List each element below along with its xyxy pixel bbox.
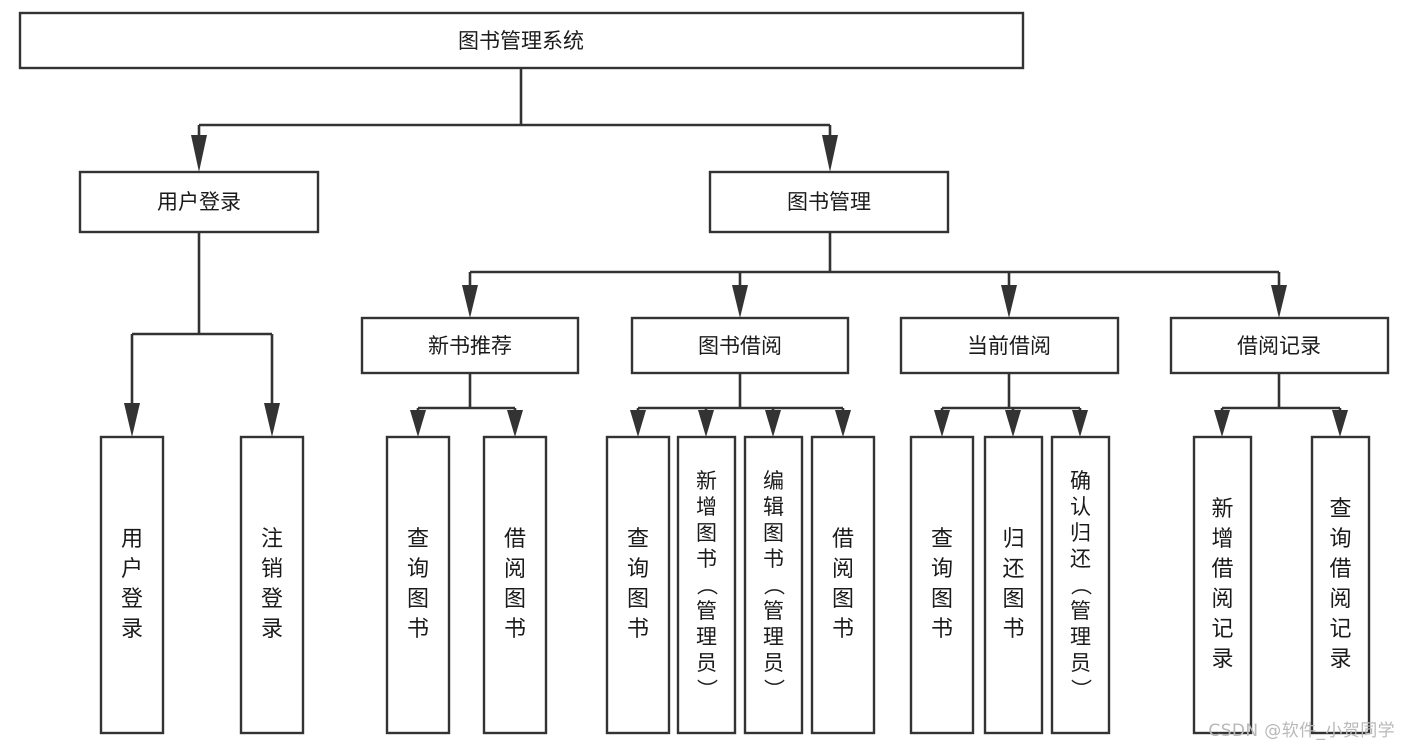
arrowhead-leaf-borrow-book: [835, 410, 851, 437]
node-user-login[interactable]: 用户登录: [78, 170, 320, 234]
arrowhead-leaf-confirm-return: [1072, 410, 1088, 437]
node-current-borrow[interactable]: 当前借阅: [899, 316, 1120, 375]
node-user-login-box[interactable]: [78, 170, 320, 234]
node-leaf-add-borrow-record-box[interactable]: [1192, 435, 1253, 735]
arrowhead-leaf-logout: [264, 403, 280, 437]
arrowhead-book-management: [822, 135, 838, 172]
arrowhead-book-borrow: [732, 285, 748, 318]
csdn-watermark: CSDN @软件_小贺同学: [1208, 721, 1395, 741]
node-book-management-label: 图书管理: [787, 190, 871, 214]
arrowhead-leaf-query-book-current: [934, 410, 950, 437]
arrowhead-leaf-query-borrow-record: [1332, 410, 1348, 437]
node-current-borrow-box[interactable]: [899, 316, 1120, 375]
node-leaf-edit-book-box[interactable]: [743, 435, 804, 735]
node-leaf-query-book-borrow-box[interactable]: [605, 435, 671, 735]
node-leaf-confirm-return-box[interactable]: [1050, 435, 1111, 735]
node-book-borrow-label: 图书借阅: [698, 334, 782, 358]
arrowhead-new-book-recommend: [462, 285, 478, 318]
node-book-management[interactable]: 图书管理: [708, 170, 950, 234]
node-leaf-borrow-book-recommend-box[interactable]: [482, 435, 548, 735]
node-new-book-recommend-label: 新书推荐: [428, 334, 512, 358]
arrowhead-leaf-edit-book: [765, 410, 781, 437]
arrowhead-leaf-query-book-recommend: [410, 410, 426, 437]
node-book-borrow[interactable]: 图书借阅: [630, 316, 850, 375]
node-book-borrow-box[interactable]: [630, 316, 850, 375]
connector-layer: [124, 68, 1348, 437]
arrowhead-leaf-user-login: [124, 403, 140, 437]
arrowhead-leaf-borrow-book-recommend: [507, 410, 523, 437]
node-leaf-query-borrow-record-box[interactable]: [1310, 435, 1371, 735]
arrowhead-user-login: [191, 135, 207, 172]
node-new-book-recommend[interactable]: 新书推荐: [360, 316, 580, 375]
node-leaf-query-book-current-box[interactable]: [909, 435, 975, 735]
node-user-login-label: 用户登录: [157, 190, 241, 214]
node-leaf-query-book-recommend-box[interactable]: [385, 435, 451, 735]
node-root[interactable]: 图书管理系统: [18, 11, 1025, 70]
node-new-book-recommend-box[interactable]: [360, 316, 580, 375]
arrowhead-leaf-add-book: [698, 410, 714, 437]
node-root-box[interactable]: [18, 11, 1025, 70]
node-book-management-box[interactable]: [708, 170, 950, 234]
arrowhead-borrow-records: [1271, 285, 1287, 318]
node-current-borrow-label: 当前借阅: [967, 334, 1051, 358]
leaf-box-layer: [99, 435, 1371, 735]
node-leaf-logout-box[interactable]: [239, 435, 305, 735]
node-borrow-records[interactable]: 借阅记录: [1169, 316, 1390, 375]
node-leaf-return-book-box[interactable]: [983, 435, 1044, 735]
node-leaf-borrow-book-box[interactable]: [810, 435, 876, 735]
node-borrow-records-box[interactable]: [1169, 316, 1390, 375]
arrowhead-leaf-add-borrow-record: [1214, 410, 1230, 437]
arrowhead-leaf-query-book-borrow: [630, 410, 646, 437]
node-leaf-user-login-box[interactable]: [99, 435, 165, 735]
node-leaf-add-book-box[interactable]: [676, 435, 737, 735]
node-borrow-records-label: 借阅记录: [1237, 334, 1321, 358]
node-root-label: 图书管理系统: [458, 29, 584, 53]
arrowhead-leaf-return-book: [1005, 410, 1021, 437]
arrowhead-current-borrow: [1001, 285, 1017, 318]
